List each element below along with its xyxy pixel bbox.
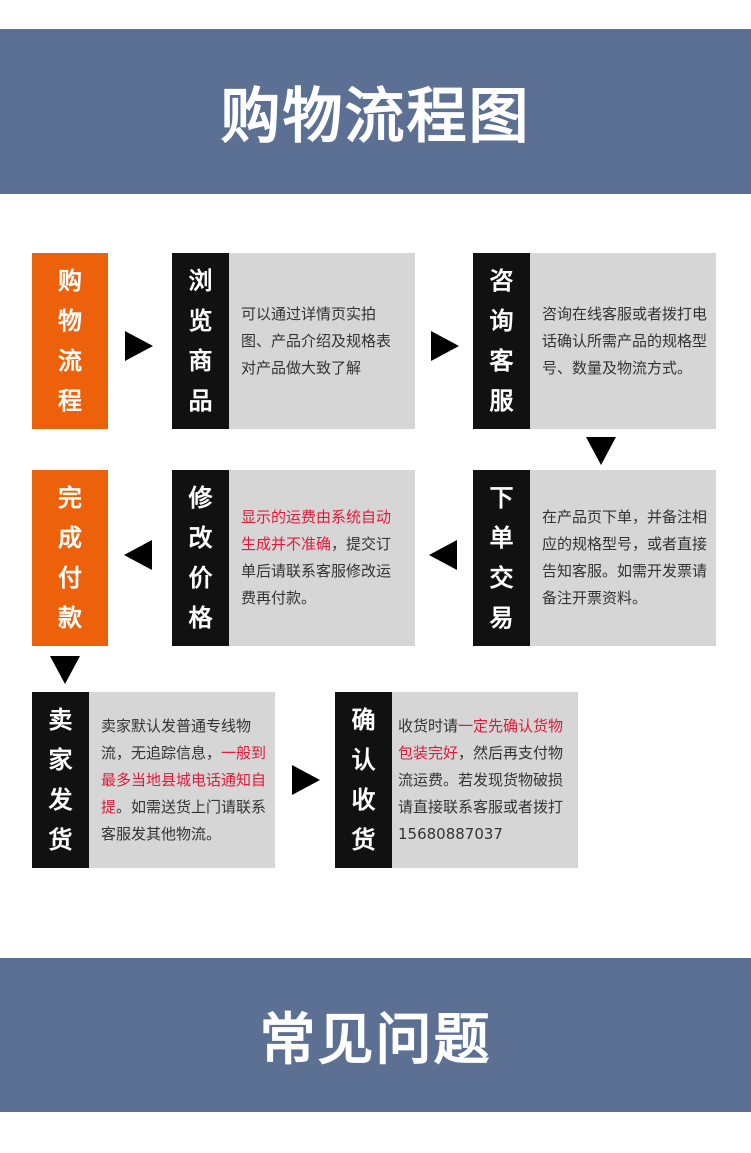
step-ship-label: 卖 家 发 货 [32, 692, 89, 868]
step-consult-label: 咨 询 客 服 [473, 253, 530, 429]
step-receive-desc: 收货时请一定先确认货物包装完好，然后再支付物流运费。若发现货物破损请直接联系客服… [392, 692, 578, 868]
shipping-warning: 显示的运费由系统自动生成并不准确 [241, 508, 392, 553]
step-order-desc: 在产品页下单，并备注相应的规格型号，或者直接告知客服。如需开发票请备注开票资料。 [530, 470, 716, 646]
pickup-notice: 一般到最多当地县城电话通知自提 [101, 743, 267, 816]
arrow-down-icon [586, 437, 616, 465]
step-consult-desc: 咨询在线客服或者拨打电话确认所需产品的规格型号、数量及物流方式。 [530, 253, 716, 429]
step-receive-label: 确 认 收 货 [335, 692, 392, 868]
faq-title: 常见问题 [259, 1006, 492, 1073]
faq-title-banner: 常见问题 [0, 958, 751, 1112]
arrow-left-icon [124, 540, 152, 570]
step-pay-label: 完 成 付 款 [32, 470, 108, 646]
page-title-banner: 购物流程图 [0, 29, 751, 194]
step-modify-desc: 显示的运费由系统自动生成并不准确，提交订单后请联系客服修改运费再付款。 [229, 470, 415, 646]
arrow-right-icon [431, 331, 459, 361]
step-ship-desc: 卖家默认发普通专线物流，无追踪信息，一般到最多当地县城电话通知自提。如需送货上门… [89, 692, 275, 868]
step-modify-label: 修 改 价 格 [172, 470, 229, 646]
step-start-label: 购 物 流 程 [32, 253, 108, 429]
step-browse-label: 浏 览 商 品 [172, 253, 229, 429]
arrow-left-icon [429, 540, 457, 570]
arrow-right-icon [125, 331, 153, 361]
page-title: 购物流程图 [220, 82, 531, 152]
step-browse-desc: 可以通过详情页实拍图、产品介绍及规格表对产品做大致了解 [229, 253, 415, 429]
package-check-notice: 一定先确认货物包装完好 [398, 716, 564, 762]
step-order-label: 下 单 交 易 [473, 470, 530, 646]
arrow-right-icon [292, 765, 320, 795]
arrow-down-icon [50, 656, 80, 684]
